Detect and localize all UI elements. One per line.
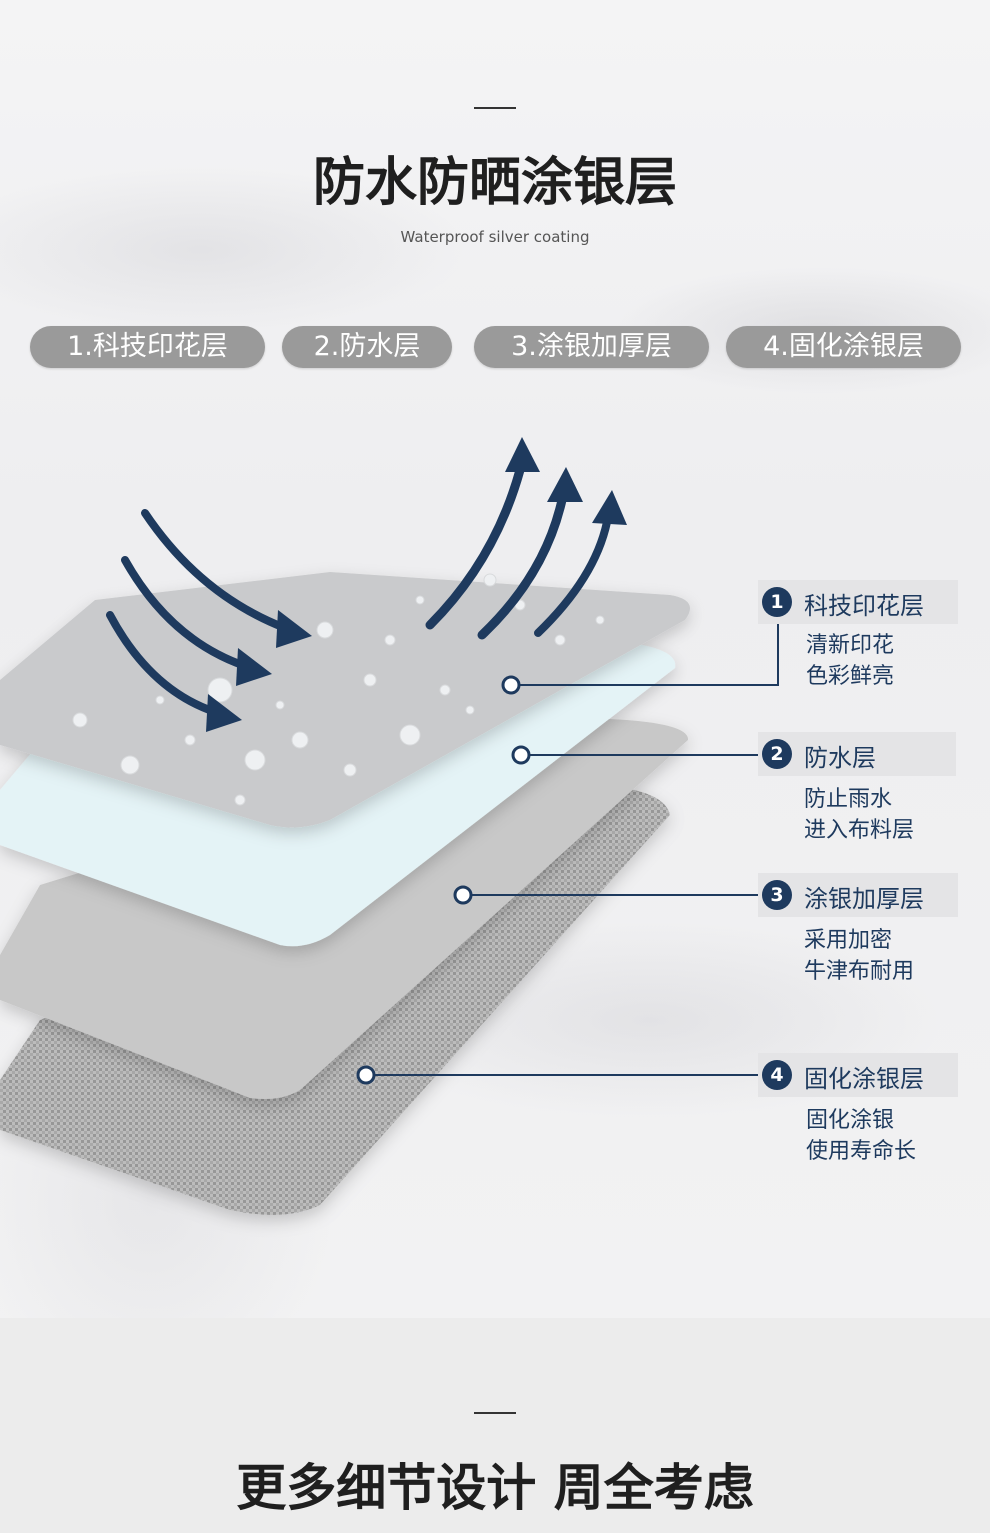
footer-dash: [474, 1412, 516, 1414]
page-title: 防水防晒涂银层: [312, 153, 677, 213]
layer-desc-3-line1: 采用加密: [804, 928, 893, 953]
footer-title: 更多细节设计 周全考虑: [236, 1459, 754, 1517]
layer-number-1: 1: [762, 587, 792, 617]
layer-desc-2: 防止雨水 进入布料层: [804, 784, 914, 846]
layer-number-4: 4: [762, 1060, 792, 1090]
layer-number-2: 2: [762, 739, 792, 769]
layer-desc-1-line2: 色彩鲜亮: [806, 664, 895, 689]
callout-dot-2: [511, 745, 531, 765]
layer-desc-2-line1: 防止雨水: [804, 787, 893, 812]
layer-number-3: 3: [762, 880, 792, 910]
layer-desc-3-line2: 牛津布耐用: [804, 959, 915, 984]
layer-desc-4: 固化涂银 使用寿命长: [806, 1105, 916, 1167]
pill-layer-2: 2.防水层: [282, 326, 452, 368]
layer-desc-4-line1: 固化涂银: [806, 1108, 895, 1133]
callout-dot-3: [453, 885, 473, 905]
layer-1-top: [0, 572, 690, 828]
layer-name-4: 固化涂银层: [804, 1065, 924, 1093]
layer-name-2: 防水层: [804, 744, 876, 772]
footer-band: [0, 1318, 990, 1533]
layer-name-1: 科技印花层: [804, 592, 924, 620]
layer-desc-1: 清新印花 色彩鲜亮: [806, 630, 894, 692]
callout-dot-4: [356, 1065, 376, 1085]
page-subtitle: Waterproof silver coating: [400, 228, 590, 246]
layer-name-3: 涂银加厚层: [804, 885, 924, 913]
pill-layer-1: 1.科技印花层: [30, 326, 265, 368]
pill-layer-4: 4.固化涂银层: [726, 326, 961, 368]
layer-desc-2-line2: 进入布料层: [804, 818, 915, 843]
callout-dot-1: [501, 675, 521, 695]
layer-desc-1-line1: 清新印花: [806, 633, 895, 658]
callout-dots: [356, 675, 531, 1085]
title-dash: [474, 107, 516, 109]
reflect-arrows: [425, 437, 627, 640]
sun-rays-arrows: [106, 509, 312, 732]
layer-desc-4-line2: 使用寿命长: [806, 1139, 917, 1164]
pill-layer-3: 3.涂银加厚层: [474, 326, 709, 368]
layer-diagram: [0, 437, 790, 1215]
layer-desc-3: 采用加密 牛津布耐用: [804, 925, 914, 987]
